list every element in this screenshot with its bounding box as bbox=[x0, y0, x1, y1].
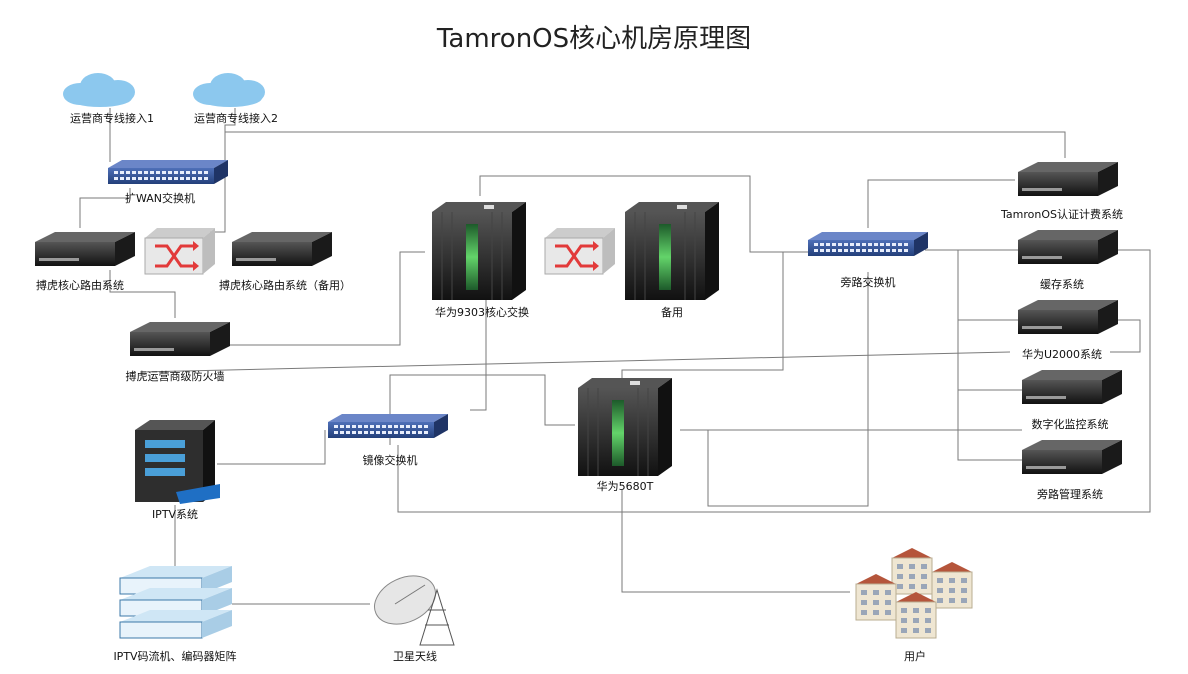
olt-rack bbox=[577, 377, 673, 477]
core-switch-router-icon bbox=[543, 226, 617, 276]
monitor-server bbox=[1022, 370, 1122, 404]
label-bypass-mgmt: 旁路管理系统 bbox=[1037, 487, 1103, 501]
label-users: 用户 bbox=[904, 649, 926, 663]
wan-switch bbox=[108, 160, 228, 184]
label-firewall: 搏虎运营商级防火墙 bbox=[126, 369, 225, 383]
label-core-switch: 华为9303核心交换 bbox=[435, 305, 529, 319]
label-core-router-backup: 搏虎核心路由系统（备用） bbox=[219, 278, 351, 292]
label-bypass-switch: 旁路交换机 bbox=[841, 275, 896, 289]
firewall-server bbox=[130, 322, 230, 356]
label-olt: 华为5680T bbox=[597, 479, 654, 493]
label-auth-billing: TamronOS认证计费系统 bbox=[1000, 208, 1123, 221]
label-mirror-switch: 镜像交换机 bbox=[363, 453, 418, 467]
user-buildings-icon bbox=[855, 547, 973, 639]
u2000-server bbox=[1018, 300, 1118, 334]
label-cache: 缓存系统 bbox=[1040, 277, 1084, 291]
label-encoder: IPTV码流机、编码器矩阵 bbox=[113, 649, 236, 663]
label-cloud2: 运营商专线接入2 bbox=[194, 111, 278, 125]
core-router-backup-server bbox=[232, 232, 332, 266]
satellite-dish-icon bbox=[374, 575, 455, 646]
mirror-switch bbox=[328, 414, 448, 438]
label-monitor: 数字化监控系统 bbox=[1032, 417, 1109, 431]
bypass-switch bbox=[808, 232, 928, 256]
encoder-stack-icon bbox=[119, 566, 232, 639]
label-satellite: 卫星天线 bbox=[393, 649, 437, 663]
bypass-mgmt-server bbox=[1022, 440, 1122, 474]
core-switch-backup-rack bbox=[624, 201, 720, 301]
auth-billing-server bbox=[1018, 162, 1118, 196]
diagram-title: TamronOS核心机房原理图 bbox=[436, 24, 752, 54]
label-iptv: IPTV系统 bbox=[152, 508, 198, 521]
label-core-router: 搏虎核心路由系统 bbox=[36, 278, 124, 292]
label-cloud1: 运营商专线接入1 bbox=[70, 111, 154, 125]
cloud-isp-2 bbox=[193, 73, 265, 107]
label-u2000: 华为U2000系统 bbox=[1022, 347, 1102, 361]
label-wan-switch: 扩WAN交换机 bbox=[125, 191, 195, 205]
label-core-switch-backup: 备用 bbox=[661, 305, 683, 319]
connection-lines bbox=[79, 108, 1151, 605]
core-router-server bbox=[35, 232, 135, 266]
iptv-server-icon bbox=[135, 420, 220, 504]
cache-server bbox=[1018, 230, 1118, 264]
core-switch-rack bbox=[431, 201, 527, 301]
router-device-icon bbox=[143, 226, 217, 276]
cloud-isp-1 bbox=[63, 73, 135, 107]
